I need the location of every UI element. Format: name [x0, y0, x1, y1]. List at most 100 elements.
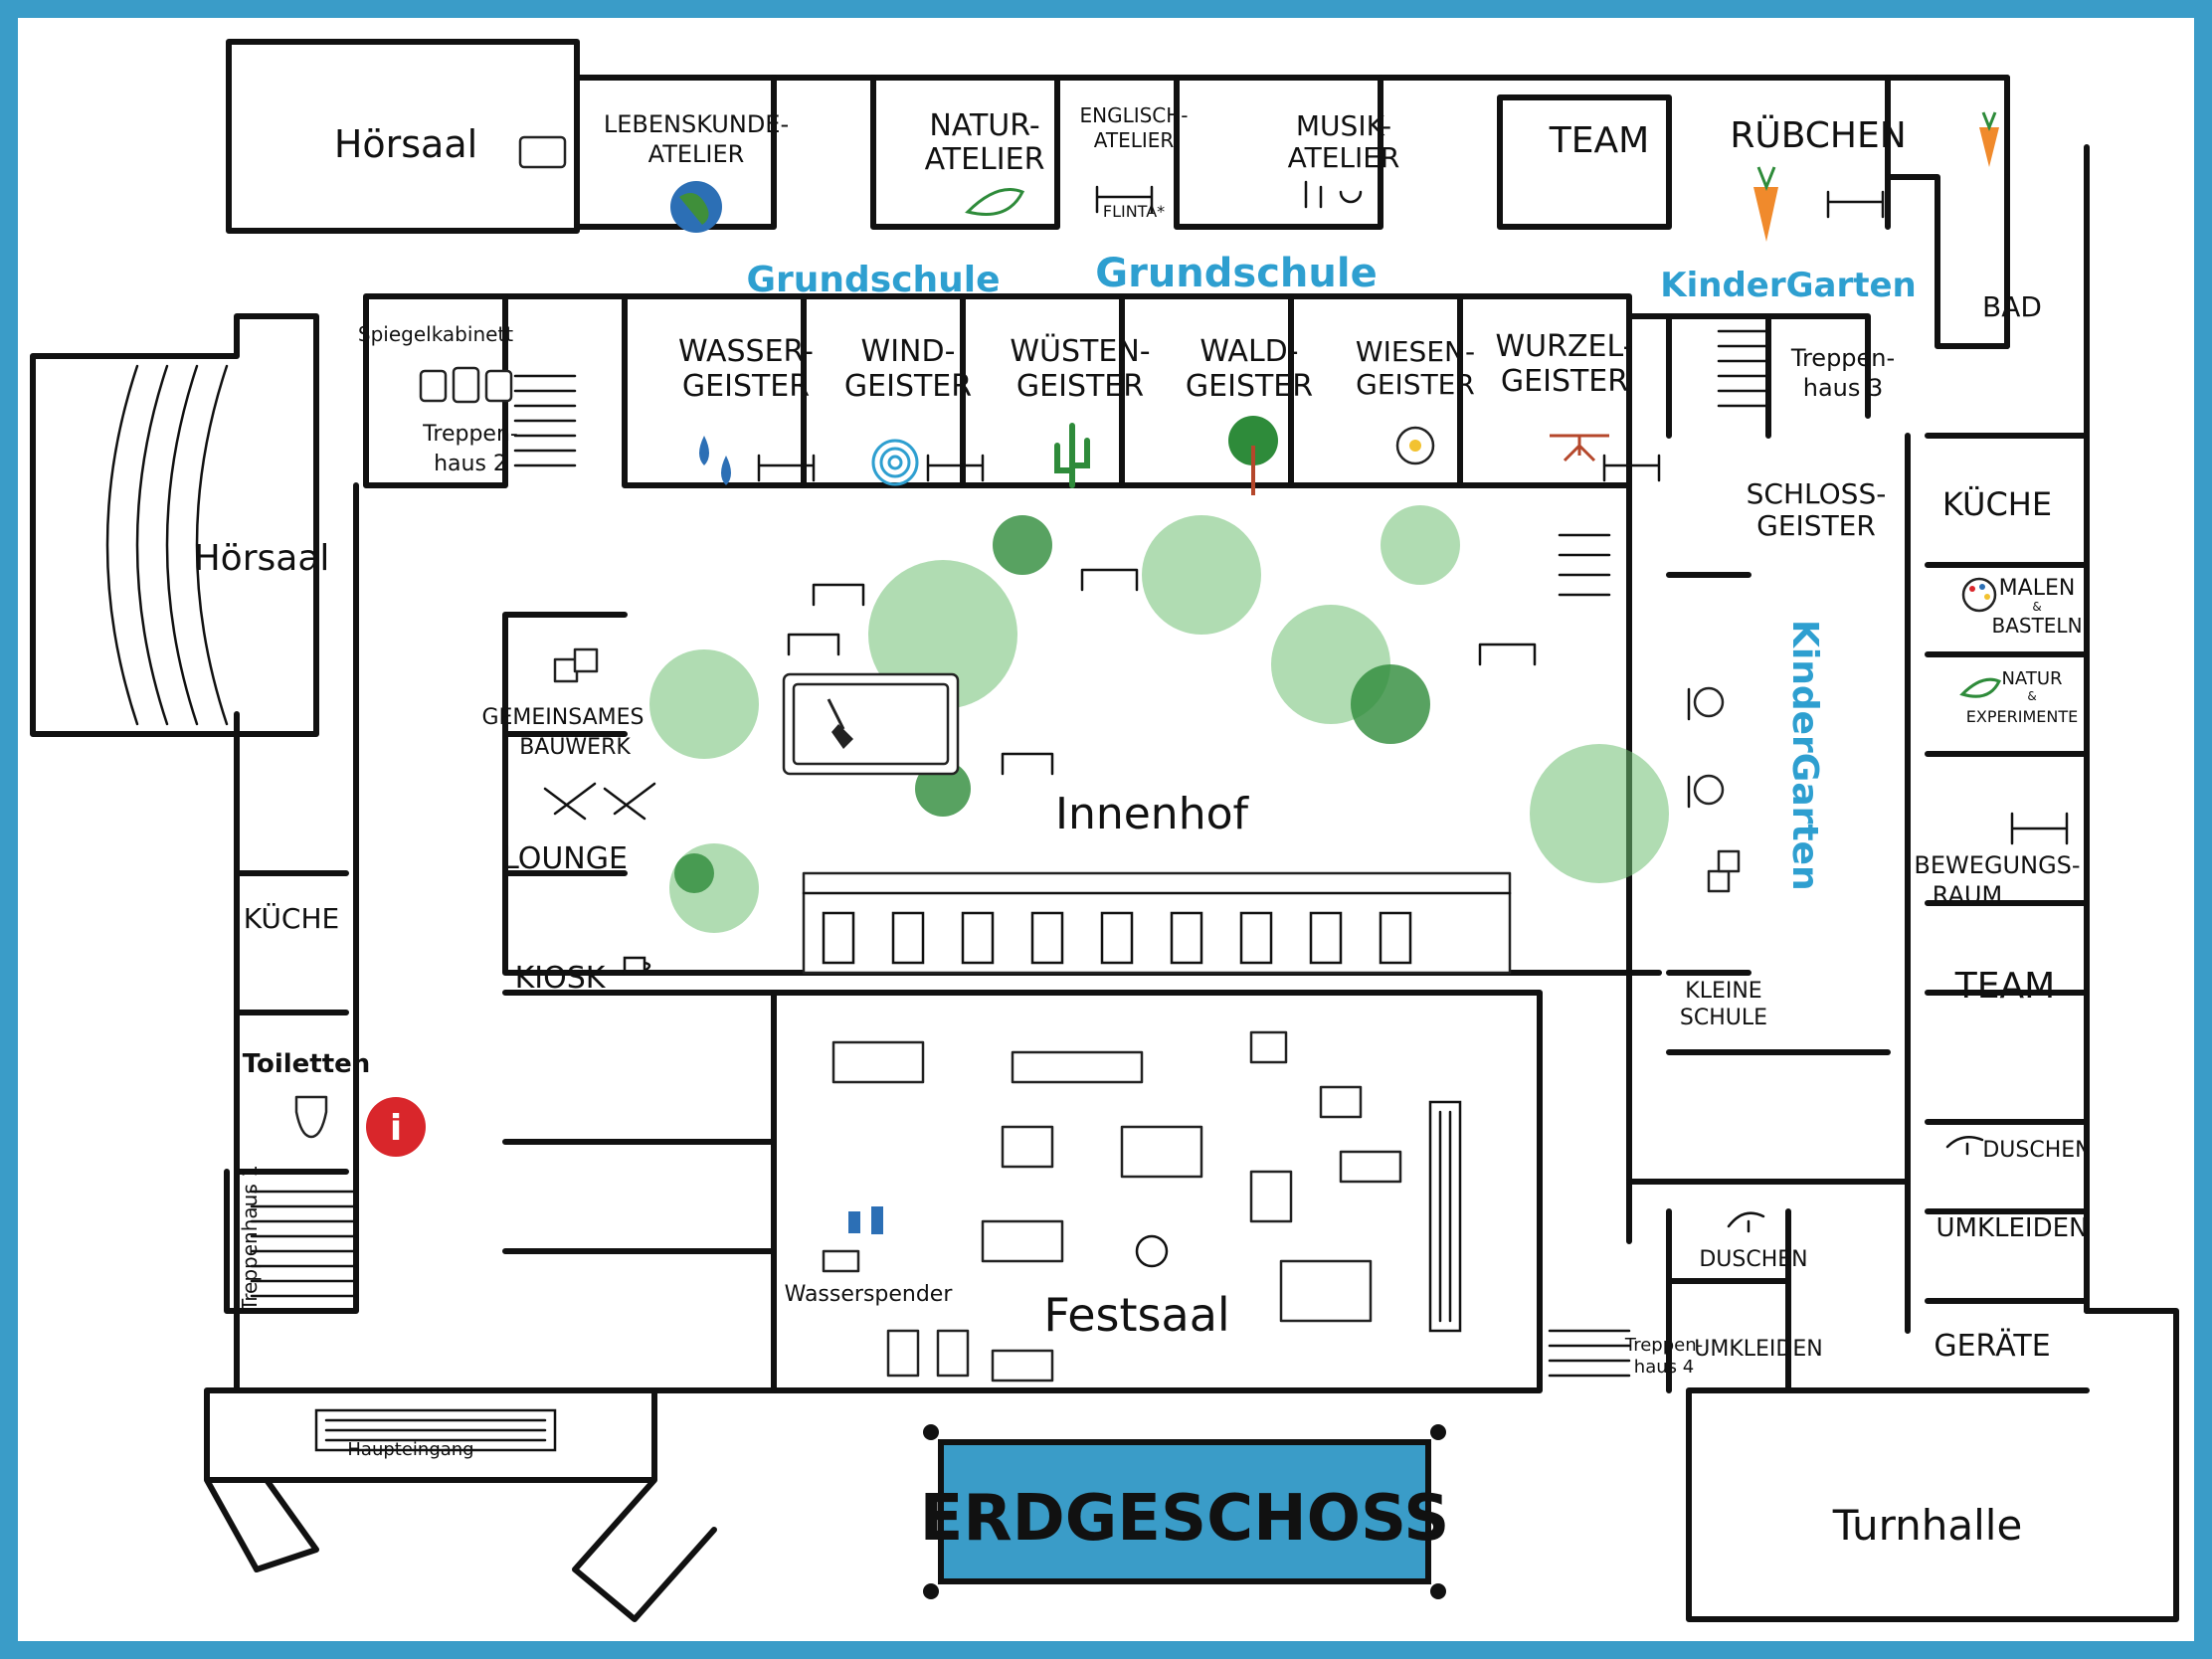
label-festsaal: Festsaal [1043, 1288, 1229, 1342]
cactus-icon [1054, 423, 1090, 488]
label-schloss-1: SCHLOSS- [1747, 477, 1887, 510]
label-gemeinsames-1: GEMEINSAMES [481, 705, 644, 730]
toilet-icon [294, 1095, 328, 1139]
label-wuesten-1: WÜSTEN- [1010, 333, 1150, 369]
label-musik-2: ATELIER [1288, 141, 1400, 174]
spiral-icon [871, 439, 919, 486]
label-hoersaal-left: Hörsaal [194, 538, 330, 579]
label-wurzel-2: GEISTER [1501, 364, 1628, 399]
label-innenhof: Innenhof [1055, 789, 1250, 839]
cup-icon [623, 956, 651, 975]
label-wiesen-2: GEISTER [1356, 368, 1475, 401]
label-turnhalle: Turnhalle [1832, 1501, 2023, 1550]
leaf-icon [965, 188, 1025, 216]
label-treppenhaus4-1: Treppen- [1624, 1335, 1703, 1356]
page-title: ERDGESCHOSS [920, 1482, 1450, 1556]
floor-plan: i Grundschule Grundschule KinderGarten K… [30, 39, 2179, 1622]
label-duschen-right: DUSCHEN [1982, 1138, 2091, 1163]
label-natur-exp-3: EXPERIMENTE [1966, 707, 2078, 726]
label-hoersaal-top: Hörsaal [334, 122, 477, 166]
label-natur-exp-2: & [2027, 689, 2036, 703]
label-wind-2: GEISTER [844, 369, 972, 404]
label-malen-3: BASTELN [1991, 614, 2082, 638]
label-lebenskunde-1: LEBENSKUNDE- [604, 110, 789, 138]
mirror-icon [419, 366, 513, 404]
bed-icon [1095, 185, 1154, 214]
label-team-right: TEAM [1954, 966, 2055, 1007]
plate-cutlery-icon [1687, 686, 1725, 721]
shower-icon [1945, 1135, 1984, 1156]
label-toiletten: Toiletten [243, 1049, 371, 1079]
label-kueche-right: KÜCHE [1942, 485, 2052, 523]
label-gemeinsames-2: BAUWERK [519, 735, 631, 760]
label-wasser-2: GEISTER [682, 369, 810, 404]
bed-icon [1826, 190, 1885, 219]
label-kueche-left: KÜCHE [244, 901, 339, 935]
blocks-icon [553, 647, 599, 683]
carrot-icon [1979, 111, 1999, 167]
roots-icon [1550, 434, 1609, 462]
label-wasserspender: Wasserspender [785, 1282, 954, 1307]
label-kleine-schule-1: KLEINE [1685, 979, 1761, 1004]
section-kindergarten-right: KinderGarten [1784, 620, 1825, 891]
plate-cutlery-icon [1687, 774, 1725, 809]
label-treppenhaus4-2: haus 4 [1634, 1357, 1694, 1378]
festsaal-furniture [822, 1030, 1402, 1382]
section-grundschule-2: Grundschule [1095, 251, 1377, 296]
label-umkleiden-right: UMKLEIDEN [1936, 1213, 2089, 1243]
label-wind-1: WIND- [861, 334, 956, 369]
earth-icon [670, 181, 722, 233]
luggage-icon [518, 135, 567, 169]
label-wasser-1: WASSER- [678, 334, 814, 369]
label-spiegelkabinett: Spiegelkabinett [358, 322, 513, 346]
blocks-icon [1707, 849, 1741, 893]
shower-icon [1727, 1211, 1765, 1233]
label-bewegung-1: BEWEGUNGS- [1914, 851, 2080, 879]
floor-plan-frame: i Grundschule Grundschule KinderGarten K… [18, 18, 2194, 1641]
label-bad: BAD [1982, 290, 2042, 323]
label-treppenhaus2-2: haus 2 [434, 452, 507, 476]
label-treppenhaus3-1: Treppen- [1790, 344, 1895, 372]
label-natur-exp-1: NATUR [2001, 668, 2062, 689]
label-natur-atelier-2: ATELIER [925, 142, 1045, 177]
label-umkleiden-mid: UMKLEIDEN [1694, 1337, 1822, 1362]
label-wuesten-2: GEISTER [1016, 369, 1144, 404]
label-lebenskunde-2: ATELIER [648, 140, 745, 168]
label-wiesen-1: WIESEN- [1356, 335, 1475, 368]
title-banner: ERDGESCHOSS [920, 1424, 1450, 1599]
label-natur-atelier-1: NATUR- [929, 108, 1039, 143]
label-wald-2: GEISTER [1186, 369, 1313, 404]
bed-icon [926, 454, 985, 482]
label-treppenhaus2-1: Treppen- [422, 422, 518, 447]
stairs [105, 329, 1770, 1452]
water-drops-icon [699, 436, 731, 485]
label-ruebchen: RÜBCHEN [1730, 114, 1906, 156]
info-icon: i [366, 1097, 426, 1157]
label-malen-1: MALEN [1999, 576, 2076, 601]
label-duschen-mid: DUSCHEN [1699, 1247, 1807, 1272]
water-dispenser-icon [848, 1206, 883, 1234]
label-treppenhaus1: Treppenhaus 1 [238, 1165, 262, 1312]
music-icon [1304, 180, 1363, 209]
label-englisch-2: ATELIER [1094, 128, 1175, 152]
leaf-icon [1959, 677, 2002, 698]
label-geraete: GERÄTE [1934, 1328, 2050, 1364]
shovel-icon [827, 698, 853, 749]
label-wald-1: WALD- [1199, 334, 1298, 369]
label-musik-1: MUSIK- [1296, 109, 1391, 142]
deckchair-icon [543, 782, 656, 821]
innenhof-trees [649, 505, 1669, 933]
room-labels: Hörsaal LEBENSKUNDE- ATELIER NATUR- ATEL… [194, 103, 2092, 1550]
label-englisch-1: ENGLISCH- [1079, 103, 1188, 127]
bed-icon [757, 454, 816, 482]
label-team-top: TEAM [1549, 120, 1649, 161]
innenhof-furniture [782, 568, 1537, 975]
label-lounge: LOUNGE [502, 841, 628, 876]
room-hoersaal-top [226, 39, 580, 234]
label-treppenhaus3-2: haus 3 [1803, 374, 1884, 402]
label-kiosk: KIOSK [515, 961, 607, 996]
section-grundschule-1: Grundschule [746, 260, 1000, 300]
tree-icon [1228, 416, 1278, 495]
bed-icon [1602, 454, 1661, 482]
bed-icon [2010, 812, 2069, 845]
